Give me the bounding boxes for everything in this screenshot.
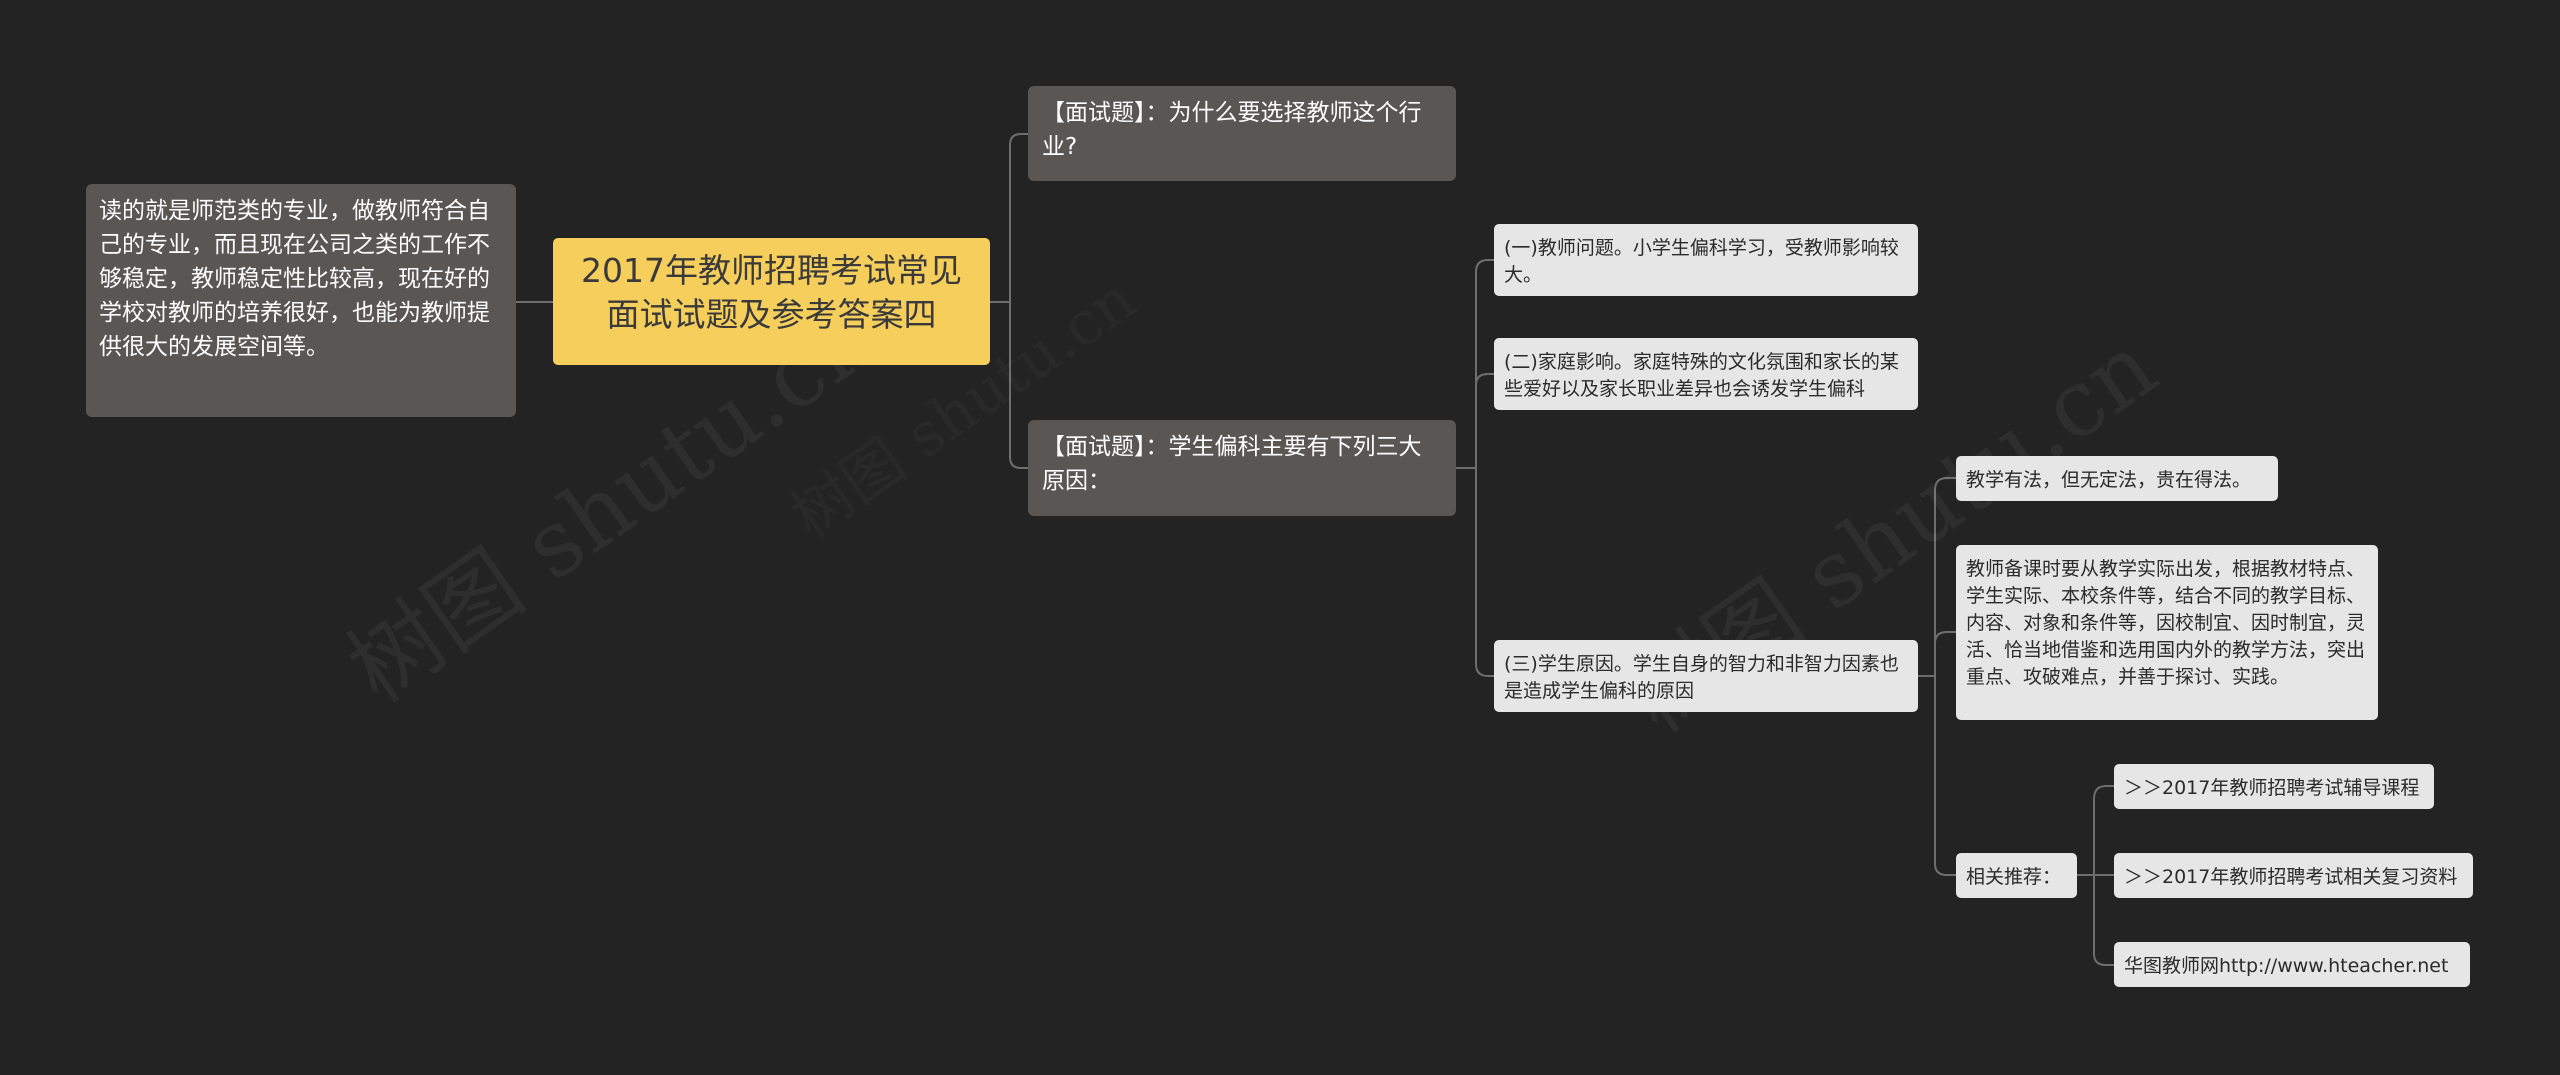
root-topic[interactable]: 2017年教师招聘考试常见面试试题及参考答案四 [553, 238, 990, 365]
link-root-questions [990, 133, 1028, 469]
link-related-items [2077, 785, 2114, 966]
reason-node-3[interactable]: (三)学生原因。学生自身的智力和非智力因素也是造成学生偏科的原因 [1494, 640, 1918, 712]
reason-node-1[interactable]: (一)教师问题。小学生偏科学习，受教师影响较大。 [1494, 224, 1918, 296]
method-long-node[interactable]: 教师备课时要从教学实际出发，根据教材特点、学生实际、本校条件等，结合不同的教学目… [1956, 545, 2378, 720]
related-label-node[interactable]: 相关推荐： [1956, 853, 2077, 898]
related-link-3[interactable]: 华图教师网http://www.hteacher.net [2114, 942, 2470, 987]
reason-node-2[interactable]: (二)家庭影响。家庭特殊的文化氛围和家长的某些爱好以及家长职业差异也会诱发学生偏… [1494, 338, 1918, 410]
method-short-node[interactable]: 教学有法，但无定法，贵在得法。 [1956, 456, 2278, 501]
link-question2-reasons [1454, 259, 1494, 677]
left-answer-node[interactable]: 读的就是师范类的专业，做教师符合自己的专业，而且现在公司之类的工作不够稳定，教师… [86, 184, 516, 417]
link-reason3-subitems [1918, 477, 1956, 876]
related-link-1[interactable]: ＞＞2017年教师招聘考试辅导课程 [2114, 764, 2434, 809]
related-link-2[interactable]: ＞＞2017年教师招聘考试相关复习资料 [2114, 853, 2473, 898]
question-node-1[interactable]: 【面试题】：为什么要选择教师这个行业? [1028, 86, 1456, 181]
question-node-2[interactable]: 【面试题】：学生偏科主要有下列三大原因： [1028, 420, 1456, 516]
